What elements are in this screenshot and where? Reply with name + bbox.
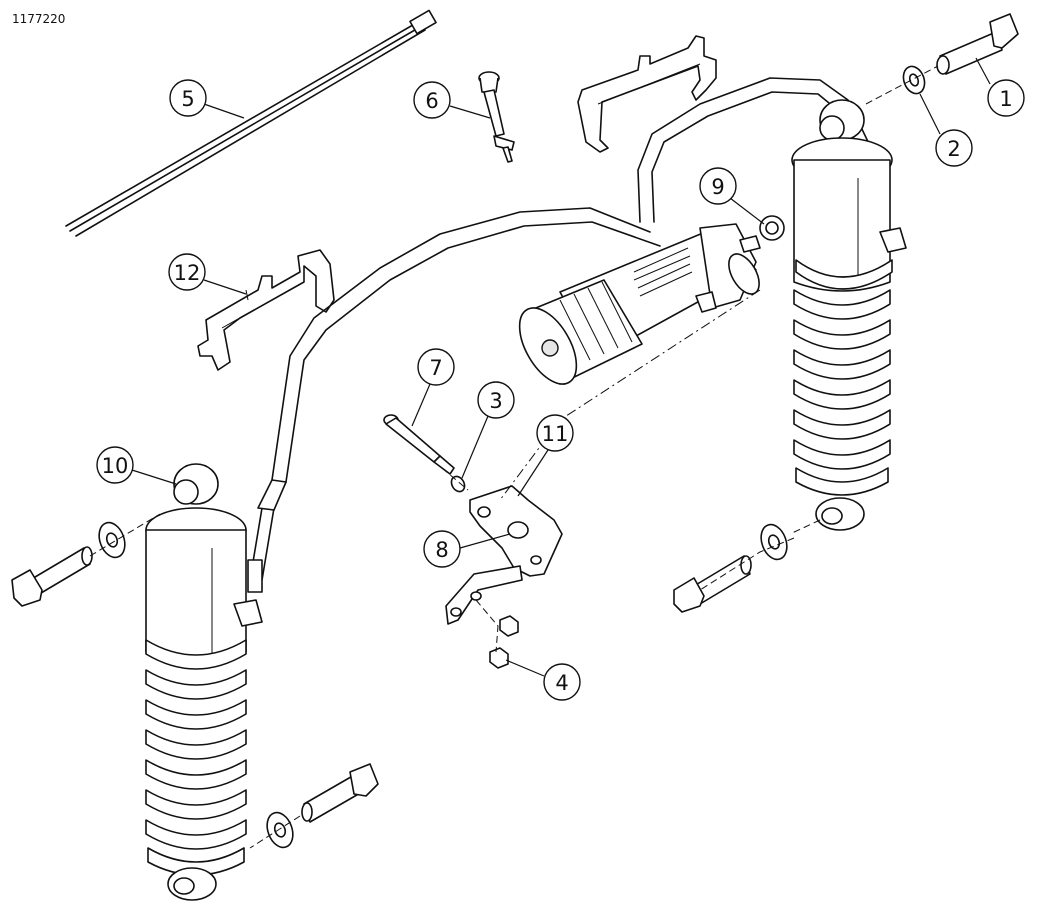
upper-bolt-right: [936, 13, 1019, 75]
bracket-nuts: [489, 615, 519, 669]
callout-5-label: 5: [181, 87, 194, 111]
callout-1: 1: [975, 57, 1025, 117]
washer-lower-right: [760, 523, 788, 561]
callout-12-label: 12: [174, 261, 201, 285]
assembly-axis-lines: [89, 65, 939, 849]
callout-3: 3: [461, 381, 515, 479]
shock-reservoir: [518, 223, 761, 385]
callout-8: 8: [423, 530, 511, 568]
callout-2-label: 2: [947, 137, 960, 161]
upper-bolt-left: [11, 546, 93, 607]
left-shock-absorber: [145, 463, 263, 901]
reservoir-hose-left: [247, 207, 661, 593]
callout-11: 11: [517, 414, 574, 497]
reservoir-nut: [759, 215, 785, 241]
washer-upper-right: [902, 65, 926, 95]
callout-10-label: 10: [102, 454, 129, 478]
bracket-lower-plate: [445, 565, 523, 625]
callout-4-label: 4: [555, 671, 568, 695]
callout-6-label: 6: [425, 89, 438, 113]
callout-4: 4: [505, 659, 581, 701]
right-shock-absorber: [791, 99, 907, 531]
callout-11-label: 11: [542, 422, 569, 446]
callout-7-label: 7: [429, 356, 442, 380]
callout-3-label: 3: [489, 389, 502, 413]
callout-5: 5: [169, 79, 245, 119]
reservoir-bracket: [469, 485, 563, 577]
pin-washer: [450, 475, 466, 493]
washer-upper-left: [98, 521, 126, 559]
callout-7: 7: [411, 348, 455, 427]
washer-lower-left: [266, 811, 294, 849]
cable-tie: [65, 9, 437, 237]
callout-12: 12: [168, 253, 247, 295]
callout-2: 2: [919, 93, 973, 167]
callout-1-label: 1: [999, 87, 1012, 111]
lower-bolt-right: [673, 555, 752, 613]
hose-clip-left: [197, 249, 335, 371]
callout-8-label: 8: [435, 538, 448, 562]
mounting-pin: [383, 414, 455, 475]
callout-9-label: 9: [711, 175, 724, 199]
callout-10: 10: [96, 446, 177, 485]
callout-6: 6: [413, 81, 491, 119]
hose-clip-right: [577, 35, 717, 153]
drawing-reference-number: 1177220: [12, 12, 66, 26]
small-pin-bolt: [478, 71, 515, 163]
callout-9: 9: [699, 167, 765, 225]
lower-bolt-left: [301, 763, 379, 823]
